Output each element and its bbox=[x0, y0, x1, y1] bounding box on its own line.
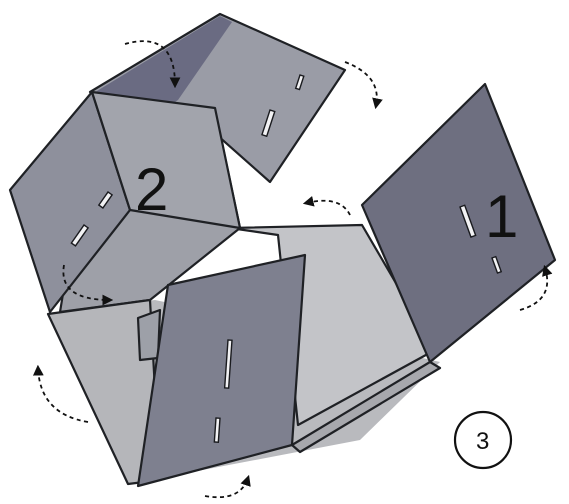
curved-dashed-arrow-icon bbox=[205, 478, 248, 497]
panel-label-1: 1 bbox=[485, 183, 518, 250]
step-badge: 3 bbox=[455, 412, 511, 468]
step-badge-label: 3 bbox=[476, 428, 489, 455]
curved-dashed-arrow-icon bbox=[306, 201, 350, 215]
inner-tab bbox=[138, 310, 160, 360]
panel-label-2: 2 bbox=[135, 156, 168, 223]
curved-dashed-arrow-icon bbox=[345, 62, 377, 106]
slot bbox=[214, 418, 220, 442]
